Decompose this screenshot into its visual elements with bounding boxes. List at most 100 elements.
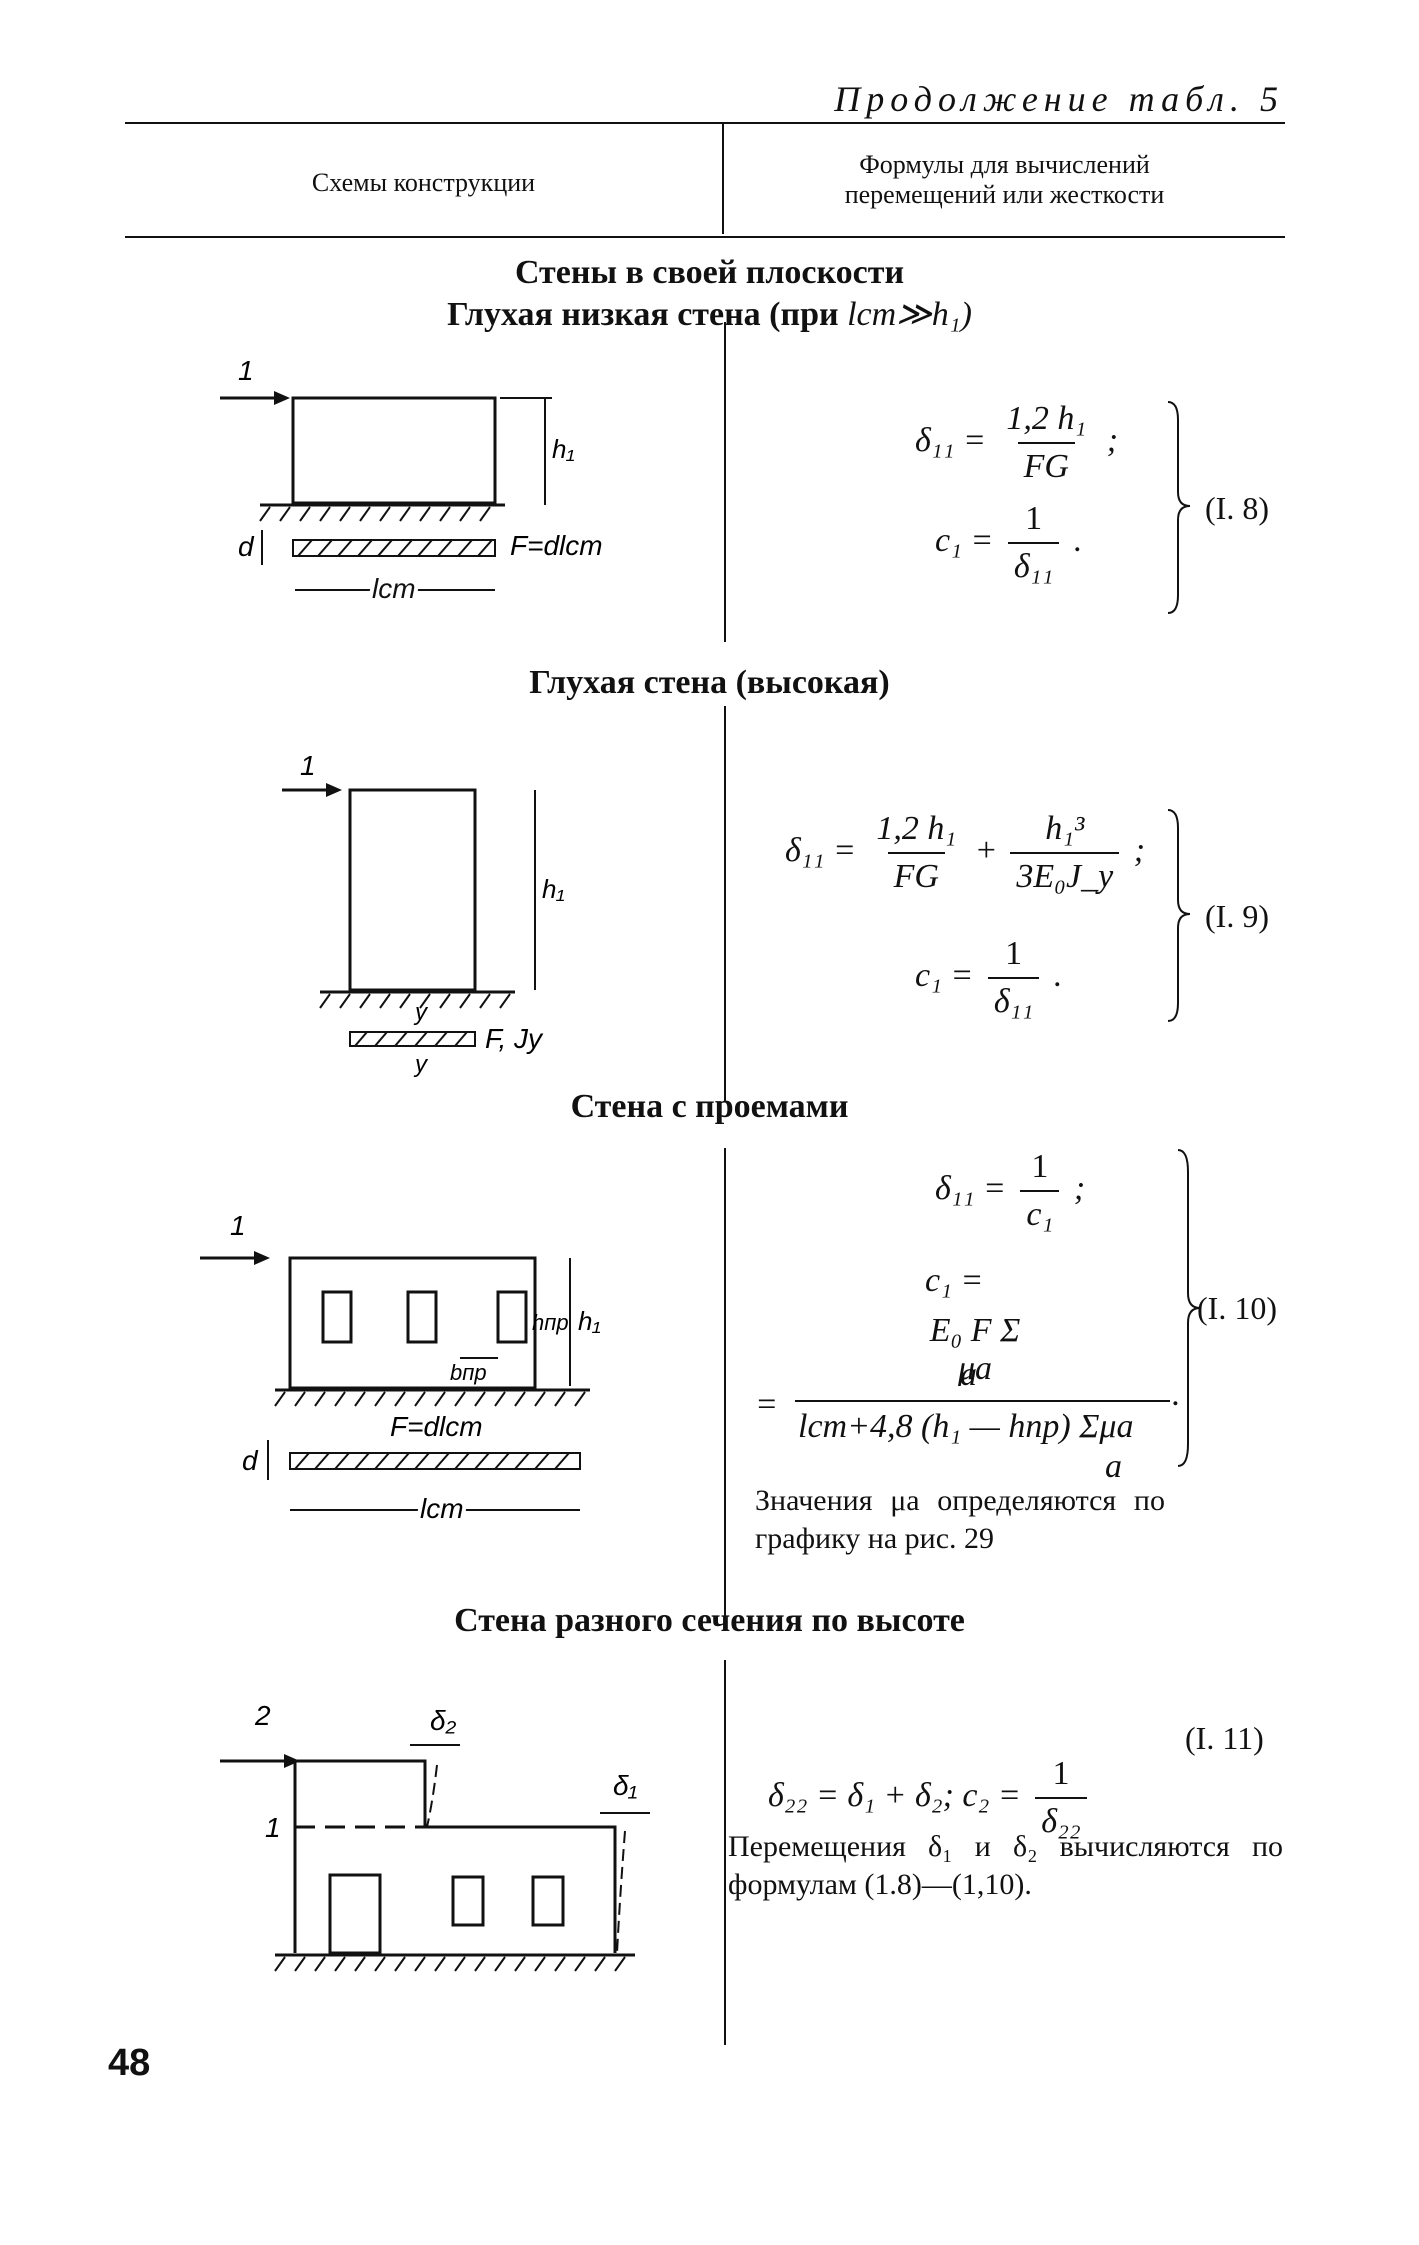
- h-op-label: hпр: [532, 1310, 569, 1335]
- y-label-top: y: [413, 999, 429, 1026]
- force-1-label: 1: [238, 355, 254, 386]
- b-op-label: bпр: [450, 1360, 487, 1385]
- f8-numerator: 1,2 h₁: [1006, 400, 1087, 437]
- window-2: [531, 1875, 565, 1927]
- formula-10-tag: (I. 10): [1197, 1290, 1277, 1326]
- force-arrowhead-3: [254, 1251, 270, 1265]
- F-area-label: F=dlст: [510, 530, 603, 561]
- top-rule: [125, 122, 1285, 124]
- formula-10-c1: c₁ =: [925, 1262, 984, 1299]
- f8-brace: [1167, 401, 1191, 614]
- h1-label: h₁: [552, 434, 575, 464]
- f8-separator: ;: [1106, 421, 1119, 459]
- f11-fraction: 1 δ₂₂: [1035, 1755, 1087, 1841]
- delta1-label: δ₁: [613, 1770, 638, 1801]
- force-arrowhead: [274, 391, 290, 405]
- continuation-title: Продолжение табл. 5: [834, 79, 1284, 119]
- section-hatch: [297, 539, 493, 557]
- column-divider-2: [724, 706, 726, 1101]
- f10-big-fraction-bar: [795, 1400, 1170, 1402]
- f9-numerator-2: h₁³: [1045, 810, 1085, 847]
- f10-separator: ;: [1073, 1169, 1086, 1207]
- f8-c1-lhs: c₁ =: [935, 521, 994, 559]
- f10-d11-fraction: 1 c₁: [1020, 1148, 1060, 1234]
- header-col-formulas: Формулы для вычислений перемещений или ж…: [724, 150, 1285, 210]
- f8-brace-path: [1167, 401, 1191, 614]
- force-2-label: 2: [254, 1700, 271, 1731]
- y-label-bottom: y: [413, 1051, 429, 1078]
- force-1-label-2: 1: [300, 750, 316, 781]
- f9-denominator-2: 3E₀J_y: [1010, 852, 1120, 896]
- f11-denominator: δ₂₂: [1035, 1797, 1087, 1841]
- f8-c1-fraction: 1 δ₁₁: [1007, 500, 1060, 586]
- section-title-main: Стены в своей плоскости: [514, 254, 905, 291]
- d-label: d: [238, 531, 255, 562]
- blind-low-wall-label: Глухая низкая стена (при: [447, 296, 839, 333]
- section-blind-low-wall: Глухая низкая стена (при lст≫h₁): [0, 294, 1419, 334]
- f8-denominator: FG: [1017, 442, 1075, 486]
- f10-brace: [1177, 1149, 1201, 1467]
- window-1: [451, 1875, 485, 1927]
- section-blind-high-wall: Глухая стена (высокая): [529, 664, 890, 701]
- f9-fraction-1: 1,2 h₁ FG: [870, 810, 962, 896]
- diagram-wall-openings: 1 hпр bпр h₁ F=dlст d lст: [200, 1210, 601, 1528]
- f9-c1-fraction: 1 δ₁₁: [987, 935, 1040, 1021]
- f9-c1-numerator: 1: [1005, 935, 1023, 972]
- formula-8-d11: δ₁₁ = 1,2 h₁ FG ;: [915, 400, 1118, 486]
- formula-8-c1: c₁ = 1 δ₁₁ .: [935, 500, 1082, 586]
- deflection-curve-2: [426, 1764, 438, 1828]
- column-divider-4: [724, 1660, 726, 2045]
- opening-2: [406, 1290, 438, 1344]
- f10-d11-numerator: 1: [1031, 1148, 1049, 1185]
- f9-c1-lhs: c₁ =: [915, 956, 974, 994]
- level-1-label: 1: [265, 1812, 281, 1843]
- blind-low-wall-condition: lст≫h₁): [847, 296, 972, 333]
- f10-brace-path: [1177, 1149, 1201, 1467]
- formula-9-tag: (I. 9): [1205, 898, 1269, 934]
- l-wall-label: lст: [372, 573, 416, 604]
- f10-big-numerator-top: E₀ F Σ μa: [929, 1312, 1021, 1387]
- door-opening: [328, 1873, 382, 1955]
- formula-8-tag: (I. 8): [1205, 490, 1269, 526]
- section-wall-variable: Стена разного сечения по высоте: [454, 1602, 965, 1639]
- header-col-formulas-line1: Формулы для вычислений: [859, 150, 1150, 179]
- ground-hatch: [259, 506, 491, 522]
- section-wall-openings: Стена с проемами: [570, 1088, 849, 1125]
- force-1-label-3: 1: [230, 1210, 246, 1241]
- f11-lhs: δ₂₂ = δ₁ + δ₂; c₂ =: [768, 1776, 1021, 1814]
- f8-fraction: 1,2 h₁ FG: [1000, 400, 1092, 486]
- deflection-curve-1: [616, 1830, 626, 1954]
- l-wall-label-3: lст: [420, 1493, 464, 1524]
- formula-9-c1: c₁ = 1 δ₁₁ .: [915, 935, 1062, 1021]
- f9-brace-path: [1167, 809, 1191, 1022]
- formula-9-d11: δ₁₁ = 1,2 h₁ FG + h₁³ 3E₀J_y ;: [785, 810, 1145, 896]
- f9-denominator-1: FG: [887, 852, 945, 896]
- formula-10-d11: δ₁₁ = 1 c₁ ;: [935, 1148, 1085, 1234]
- opening-3: [496, 1290, 528, 1344]
- f9-c1-denominator: δ₁₁: [987, 977, 1040, 1021]
- diagram-high-wall: 1 h₁ y F, Jy y: [282, 750, 565, 1078]
- opening-1: [321, 1290, 353, 1344]
- column-divider-1: [724, 322, 726, 642]
- wall-outline: [291, 396, 497, 505]
- ground-hatch-2: [319, 993, 511, 1009]
- f9-end: .: [1053, 956, 1063, 994]
- h1-label-2: h₁: [542, 874, 565, 904]
- wall-outline-2: [348, 788, 477, 992]
- d-label-3: d: [242, 1445, 259, 1476]
- page-number: 48: [108, 2042, 151, 2084]
- header-bottom-rule: [125, 236, 1285, 238]
- f8-c1-denominator: δ₁₁: [1007, 542, 1060, 586]
- f10-note: Значения μa определяются по графику на р…: [755, 1484, 1165, 1555]
- f9-brace: [1167, 809, 1191, 1022]
- column-divider-3: [724, 1148, 726, 1618]
- f10-equals: =: [755, 1386, 778, 1423]
- f10-d11-lhs: δ₁₁ =: [935, 1169, 1006, 1207]
- f8-c1-numerator: 1: [1025, 500, 1043, 537]
- f9-fraction-2: h₁³ 3E₀J_y: [1010, 810, 1120, 896]
- f9-d11-lhs: δ₁₁ =: [785, 831, 856, 869]
- force-arrowhead-2: [326, 783, 342, 797]
- f10-d11-denominator: c₁: [1020, 1190, 1060, 1234]
- diagram-low-wall: 1 h₁ d F=dlст lст: [220, 355, 603, 608]
- f10-end: .: [1172, 1376, 1181, 1413]
